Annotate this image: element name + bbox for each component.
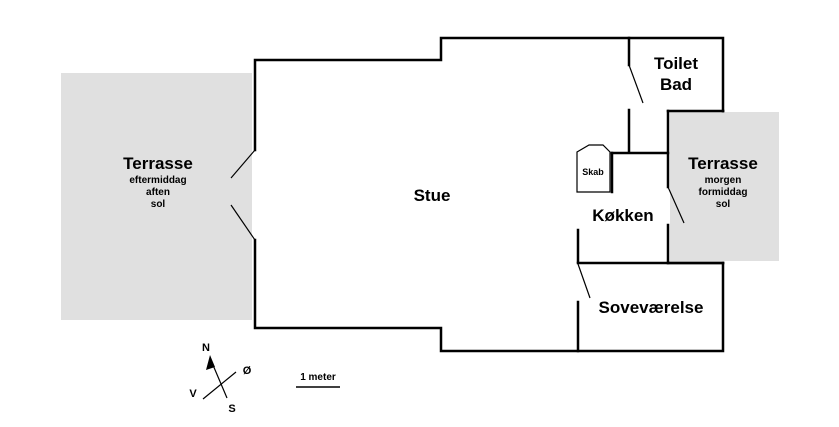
compass-south: S [228,403,235,415]
terrace-east-title: Terrasse [688,154,758,173]
north-arrow-icon [206,355,215,370]
compass-west: V [189,388,197,400]
compass: N S Ø V [189,342,251,415]
interior-walls [576,36,725,353]
terrace-west-line: eftermiddag [129,175,186,186]
terrace-west-area [61,73,252,320]
terrace-east-line: formiddag [699,187,748,198]
stue-label: Stue [414,186,451,205]
doors [230,64,685,299]
terrace-west-title: Terrasse [123,154,193,173]
bad-label: Bad [660,75,692,94]
terrace-east-area [670,112,779,261]
terrace-east-line: sol [716,199,731,210]
compass-north: N [202,342,210,354]
compass-east: Ø [243,365,252,377]
terrace-east-line: morgen [705,175,742,186]
scale-bar: 1 meter [296,372,340,388]
toilet-label: Toilet [654,54,698,73]
sovevaerelse-label: Soveværelse [599,298,704,317]
terrace-west-line: sol [151,199,166,210]
skab-label: Skab [582,167,604,177]
kokken-label: Køkken [592,206,653,225]
terrace-west-line: aften [146,187,170,198]
skab-cupboard [576,144,611,193]
scale-label: 1 meter [300,372,336,383]
